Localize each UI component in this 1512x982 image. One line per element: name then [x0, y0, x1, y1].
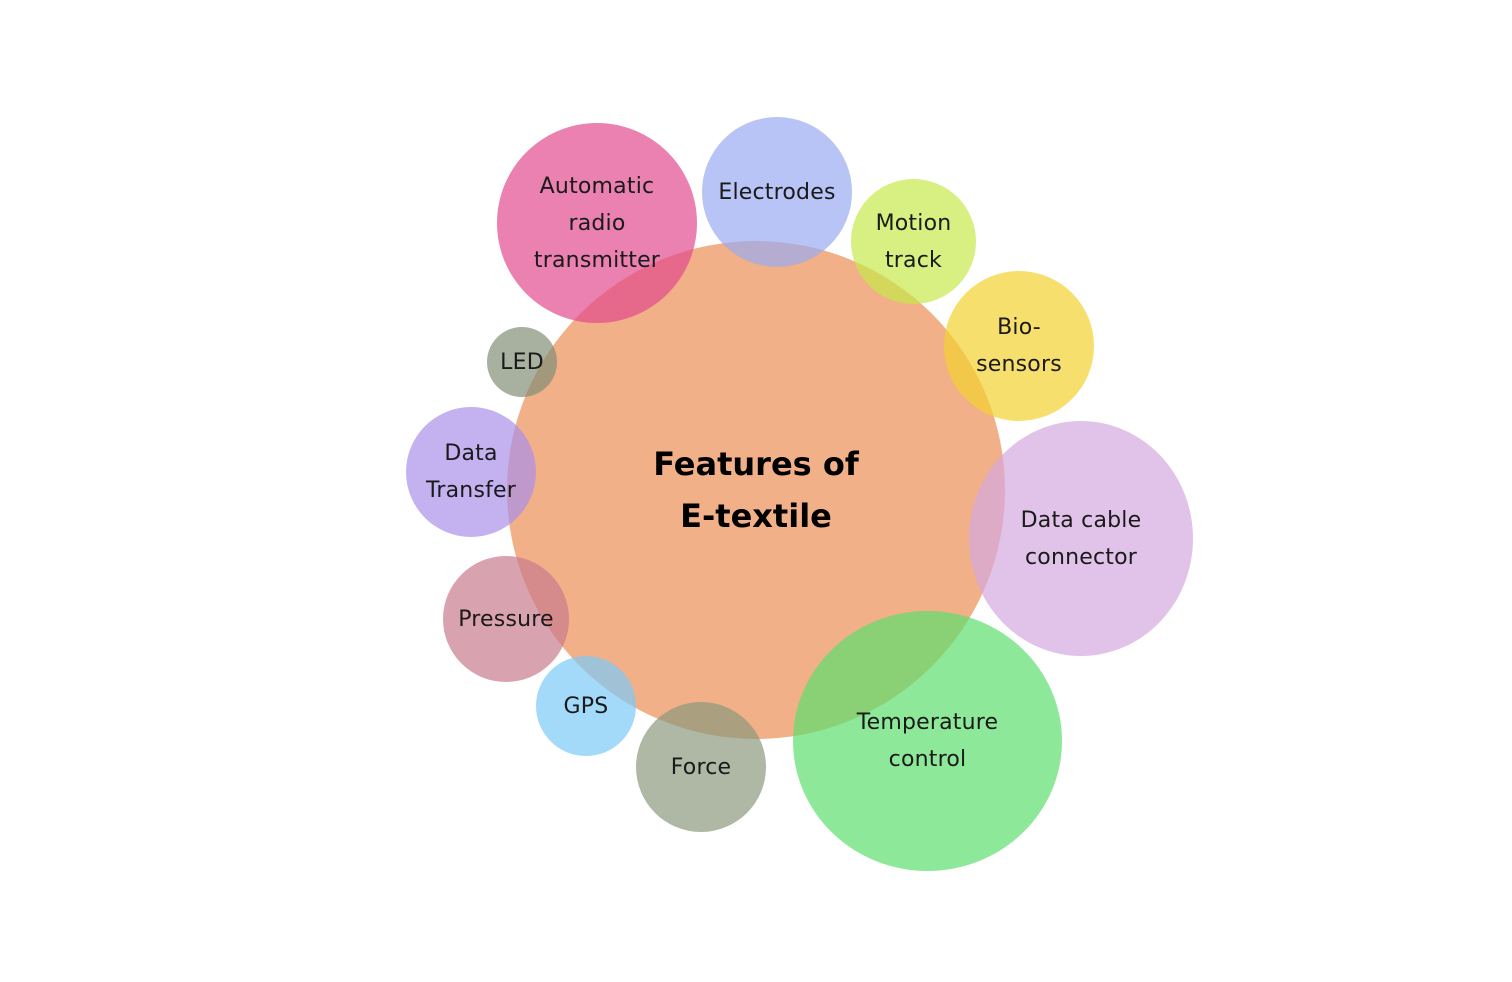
- bubble-label: Force: [670, 754, 732, 780]
- bubble-led: LED: [487, 327, 557, 397]
- center-title: Features of E-textile: [653, 445, 859, 535]
- bubble-pressure: Pressure: [443, 556, 569, 682]
- bubble-automatic-radio-transmitter: Automatic radio transmitter: [497, 123, 697, 323]
- bubble-temperature-control: Temperature control: [793, 611, 1062, 871]
- bubble-label: Motion track: [875, 210, 952, 273]
- bubble-gps: GPS: [536, 656, 636, 756]
- bubble-label: Temperature control: [856, 710, 999, 772]
- bubble-label: Bio- sensors: [976, 315, 1062, 377]
- bubble-label: Data Transfer: [425, 441, 517, 503]
- bubble-force: Force: [636, 702, 766, 832]
- bubble-data-transfer: Data Transfer: [406, 407, 536, 537]
- bubble-electrodes: Electrodes: [702, 117, 852, 267]
- bubble-data-cable-connector: Data cable connector: [969, 421, 1193, 656]
- bubble-label: Data cable connector: [1020, 507, 1142, 570]
- bubble-bio-sensors: Bio- sensors: [944, 271, 1094, 421]
- bubble-motion-track: Motion track: [851, 179, 976, 304]
- bubble-label: Automatic radio transmitter: [533, 173, 661, 273]
- bubble-label: GPS: [563, 693, 609, 719]
- bubble-label: LED: [500, 349, 544, 375]
- bubble-label: Electrodes: [718, 179, 836, 205]
- bubble-label: Pressure: [458, 606, 554, 632]
